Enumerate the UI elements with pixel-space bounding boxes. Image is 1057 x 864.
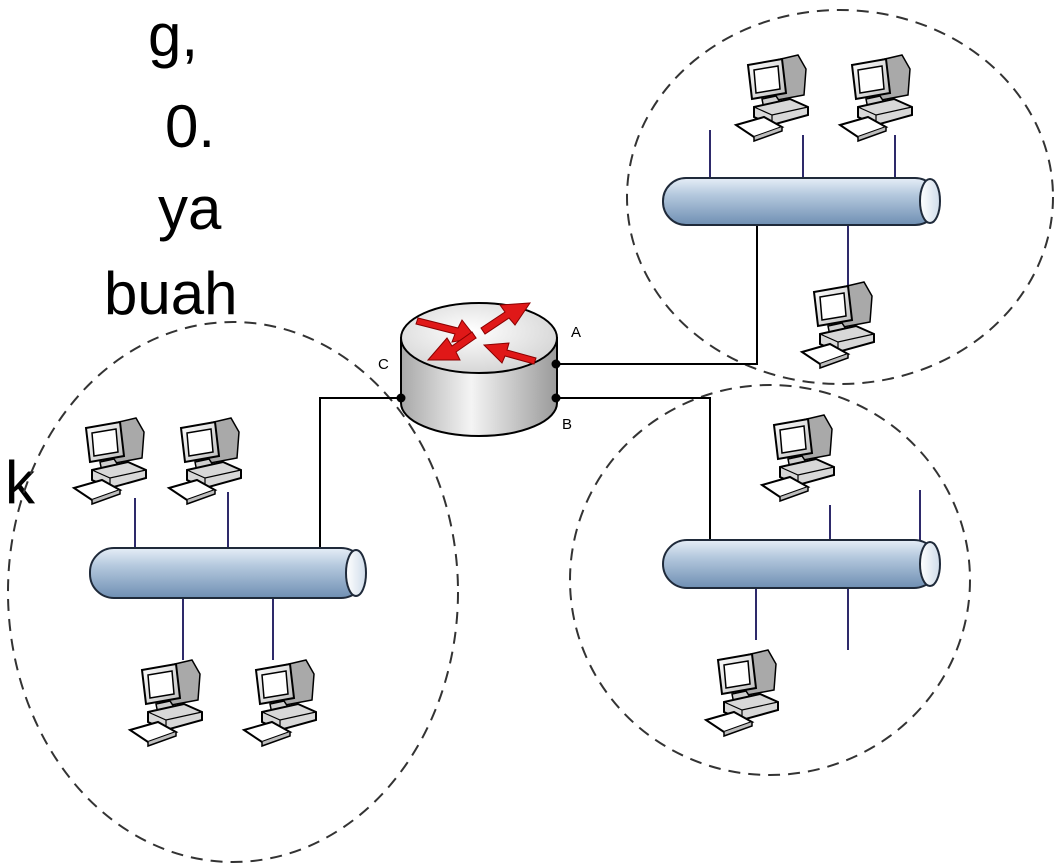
desktop-computer-icon	[839, 54, 913, 142]
desktop-computer-icon	[243, 659, 317, 747]
network-boundary	[569, 384, 971, 776]
router-icon	[396, 302, 561, 437]
desktop-computer-icon	[801, 281, 875, 369]
port-label: B	[562, 416, 572, 433]
port-label: C	[378, 356, 389, 373]
slide-text-fragment: buah	[104, 260, 238, 327]
desktop-computer-icon	[129, 659, 203, 747]
desktop-computer-icon	[705, 649, 779, 737]
port-label: A	[571, 324, 581, 341]
network-bus	[662, 177, 941, 226]
network-boundary	[7, 321, 459, 863]
network-bus	[89, 547, 367, 599]
router-link	[556, 397, 711, 540]
network-boundary	[626, 9, 1054, 385]
router-link	[556, 225, 758, 365]
desktop-computer-icon	[73, 417, 147, 505]
slide-text-fragment: g,	[148, 2, 199, 69]
router-link	[319, 397, 401, 550]
network-bus	[662, 539, 941, 589]
slide-text-fragment: ya	[158, 175, 222, 242]
desktop-computer-icon	[168, 417, 242, 505]
slide-text-fragment: 0.	[165, 93, 216, 160]
desktop-computer-icon	[761, 414, 835, 502]
desktop-computer-icon	[735, 54, 809, 142]
